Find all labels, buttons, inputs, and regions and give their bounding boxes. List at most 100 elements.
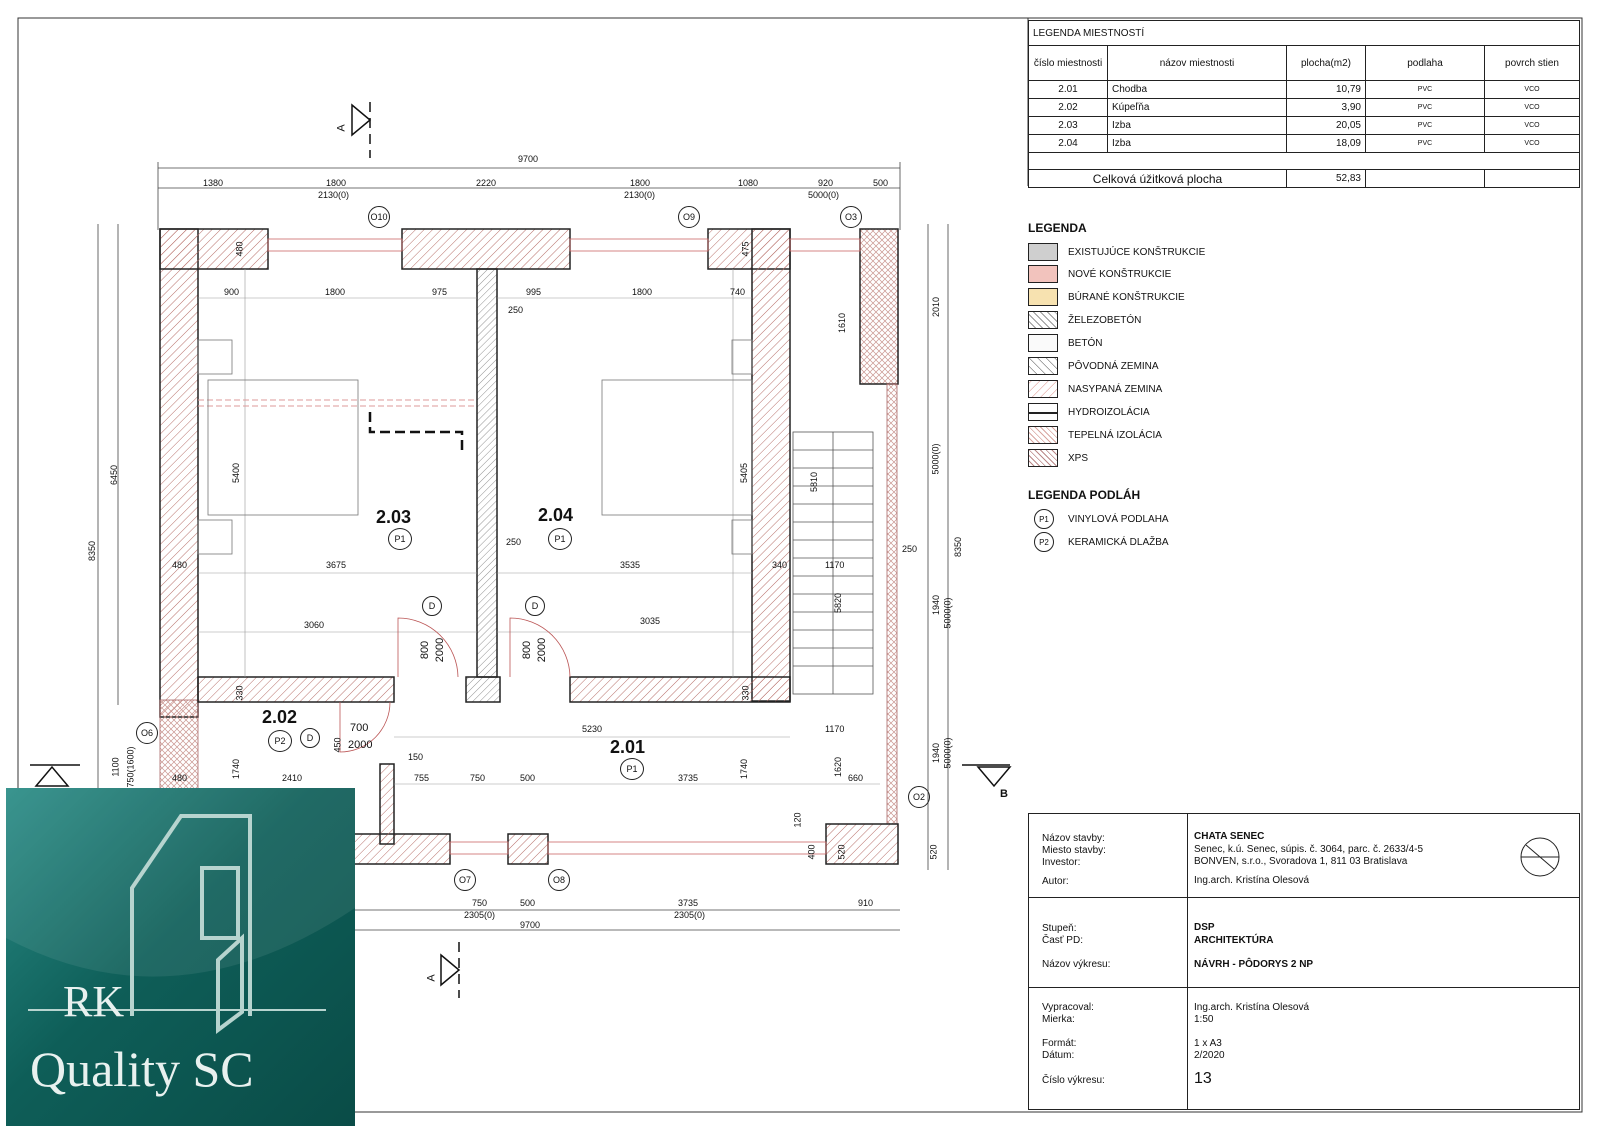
legend-item: HYDROIZOLÁCIA <box>1028 402 1150 422</box>
legend-item: PÔVODNÁ ZEMINA <box>1028 356 1159 376</box>
room-legend-table: LEGENDA MIESTNOSTÍ číslo miestnosti názo… <box>1028 20 1580 188</box>
door-width: 800 <box>419 640 432 660</box>
swatch-fill-soil <box>1028 380 1058 398</box>
room-number: 2.04 <box>538 505 574 525</box>
dimension: 910 <box>858 898 874 908</box>
dimension: 8350 <box>87 540 98 562</box>
dimension: 900 <box>224 287 240 297</box>
dimension: 1940 <box>931 594 942 616</box>
door-height: 2000 <box>536 637 549 663</box>
dimension: 1940 <box>931 742 942 764</box>
watermark-logo: RK Quality SC <box>6 788 355 1126</box>
dimension: 3735 <box>678 773 699 783</box>
dimension: 1100 <box>110 757 121 777</box>
dimension: 1800 <box>325 287 346 297</box>
swatch-existing <box>1028 243 1058 261</box>
dimension: 1080 <box>738 178 759 188</box>
dimension: 500 <box>520 898 536 908</box>
dimension: 740 <box>730 287 746 297</box>
axis-marker: O2 <box>908 786 930 808</box>
room-legend-title: LEGENDA MIESTNOSTÍ <box>1028 20 1580 46</box>
dimension: 1170 <box>825 560 845 570</box>
dimension: 1800 <box>326 178 347 188</box>
dimension: 340 <box>772 560 788 570</box>
table-header: číslo miestnosti názov miestnosti plocha… <box>1028 45 1580 81</box>
dimension: 5820 <box>833 592 844 614</box>
dimension: 1740 <box>739 758 750 780</box>
door-height: 2000 <box>348 739 373 751</box>
dimension: 330 <box>234 685 245 701</box>
axis-marker: O6 <box>136 722 158 744</box>
dimension: 975 <box>432 287 448 297</box>
legend-item: NOVÉ KONŠTRUKCIE <box>1028 264 1171 284</box>
legend-item: EXISTUJÚCE KONŠTRUKCIE <box>1028 242 1205 262</box>
dimension: 2010 <box>931 296 942 318</box>
door-tag: D <box>525 596 545 616</box>
section-markers <box>30 102 1012 998</box>
dimension: 3035 <box>640 616 661 626</box>
table-row: 2.02 Kúpeľňa 3,90 PVC VCO <box>1028 98 1580 117</box>
swatch-reinforced-concrete <box>1028 311 1058 329</box>
dimension: 8350 <box>953 536 964 558</box>
logo-quality-text: Quality SC <box>30 1041 254 1097</box>
dimension: 500 <box>873 178 889 188</box>
dimension: 750 <box>472 898 488 908</box>
room-number: 2.02 <box>262 707 298 727</box>
legend-title: LEGENDA <box>1028 221 1087 235</box>
dimension: 2130(0) <box>624 190 656 200</box>
door-height: 2000 <box>434 637 447 663</box>
table-total-row: Celková úžitková plocha 52,83 <box>1028 169 1580 188</box>
walls <box>159 228 899 865</box>
axis-marker: O8 <box>548 869 570 891</box>
house-logo-icon <box>6 788 355 1034</box>
axis-marker: O10 <box>368 206 390 228</box>
dimension: 5810 <box>809 471 820 493</box>
legend-item: BÚRANÉ KONŠTRUKCIE <box>1028 287 1185 307</box>
table-row: 2.04 Izba 18,09 PVC VCO <box>1028 134 1580 153</box>
floor-legend-title: LEGENDA PODLÁH <box>1028 488 1141 502</box>
dimension: 400 <box>806 844 817 860</box>
floor-tag: P2 <box>268 730 292 752</box>
axis-marker: O9 <box>678 206 700 228</box>
dimension: 5000(0) <box>942 737 953 769</box>
dimension: 9700 <box>520 920 541 930</box>
dimension: 520 <box>928 844 939 860</box>
dimension: 5000(0) <box>808 190 840 200</box>
door-width: 700 <box>350 722 369 734</box>
dimension: 2305(0) <box>674 910 706 920</box>
door-swings <box>339 617 571 753</box>
dimension: 5000(0) <box>942 597 953 629</box>
dimension: 250 <box>508 305 524 315</box>
dimension: 330 <box>740 685 751 701</box>
legend-item: NASYPANÁ ZEMINA <box>1028 379 1162 399</box>
dimension: 450 <box>332 737 343 753</box>
dimension: 475 <box>740 241 751 257</box>
dimension: 3535 <box>620 560 641 570</box>
dimension: 1610 <box>837 312 848 334</box>
dimension: 5230 <box>582 724 603 734</box>
axis-marker: O7 <box>454 869 476 891</box>
dimension: 5400 <box>231 462 242 484</box>
dimension: 3675 <box>326 560 347 570</box>
legend-item: ŽELEZOBETÓN <box>1028 310 1141 330</box>
swatch-new <box>1028 265 1058 283</box>
door-tag: D <box>422 596 442 616</box>
swatch-concrete <box>1028 334 1058 352</box>
dimension: 5000(0) <box>930 443 941 475</box>
dimension: 1740 <box>231 758 242 780</box>
logo-rk-text: RK <box>63 977 125 1026</box>
section-letter: A <box>425 974 438 982</box>
swatch-xps <box>1028 449 1058 467</box>
dimension: 150 <box>408 752 424 762</box>
door-width: 800 <box>521 640 534 660</box>
room-number: 2.01 <box>610 737 646 757</box>
legend-item: TEPELNÁ IZOLÁCIA <box>1028 425 1162 445</box>
axis-marker: O3 <box>840 206 862 228</box>
dimension: 755 <box>414 773 430 783</box>
sheet-border <box>17 17 1583 1113</box>
dimension: 120 <box>792 812 803 828</box>
